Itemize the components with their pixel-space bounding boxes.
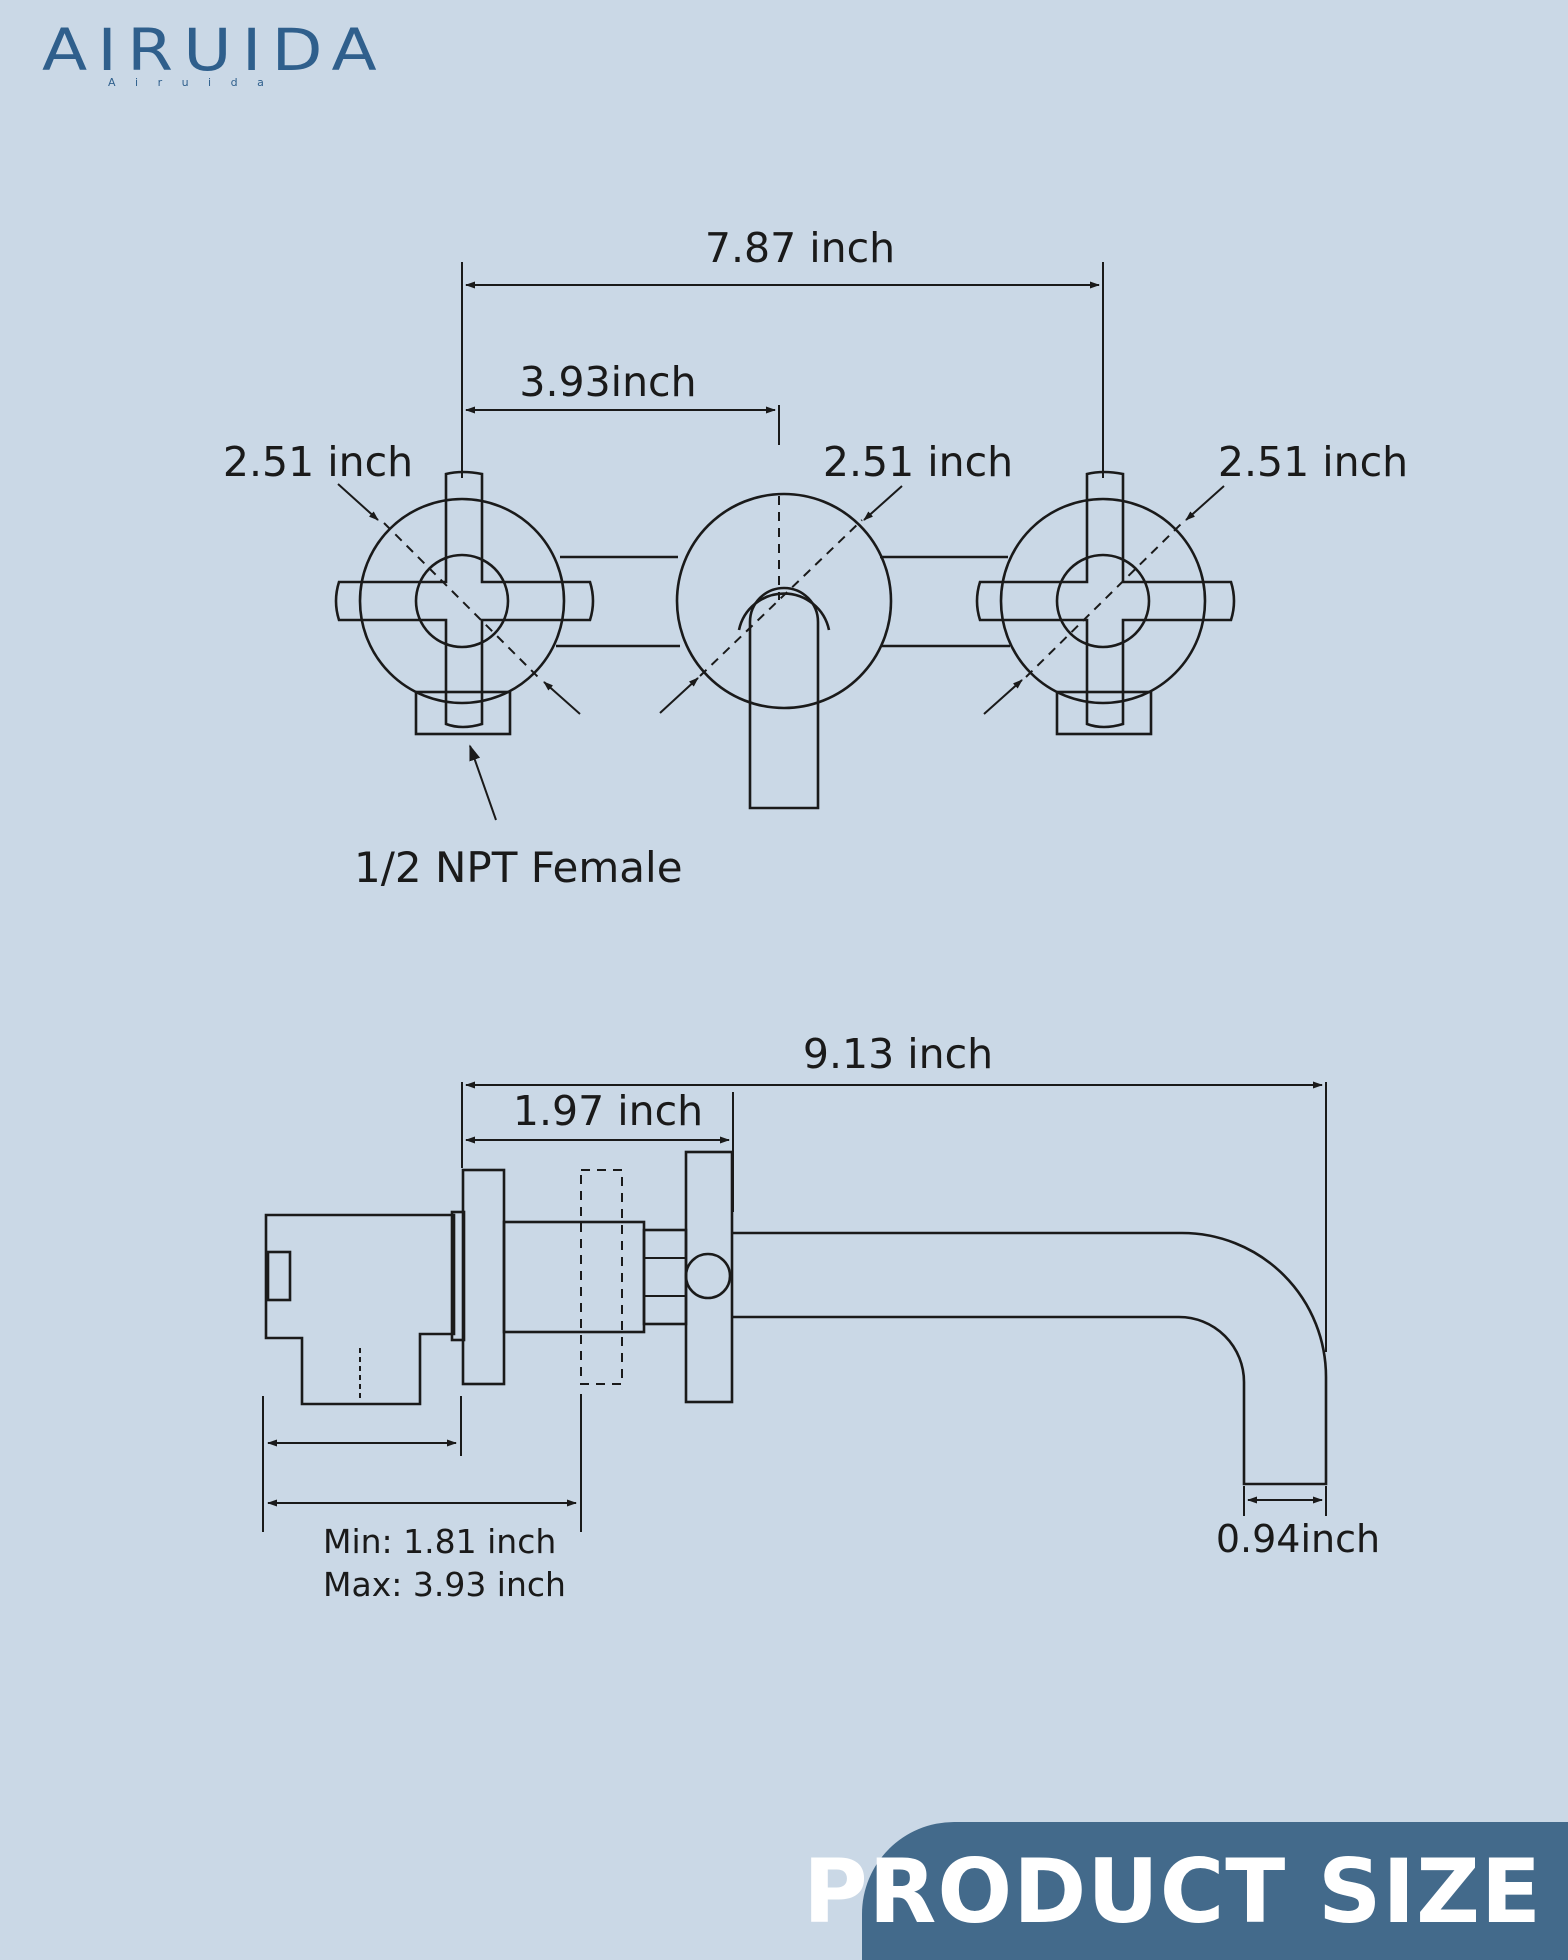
callout-npt-female: 1/2 NPT Female	[354, 843, 683, 892]
dimension-left-handle: 2.51 inch	[223, 438, 581, 715]
dim-label-max: Max: 3.93 inch	[323, 1565, 566, 1604]
side-view: 9.13 inch 1.97 inch	[262, 1030, 1380, 1604]
dim-label-1-97: 1.97 inch	[513, 1087, 703, 1135]
right-cross-handle	[975, 470, 1236, 736]
dim-label-center-2-51: 2.51 inch	[823, 438, 1013, 486]
dim-label-min: Min: 1.81 inch	[323, 1522, 556, 1561]
dim-label-left-2-51: 2.51 inch	[223, 438, 413, 486]
front-view: 7.87 inch 3.93inch 2.51 inch	[223, 224, 1408, 892]
handle-and-spout	[684, 1150, 1328, 1486]
dim-label-7-87: 7.87 inch	[705, 224, 895, 272]
banner-title: PRODUCT SIZE	[803, 1839, 1542, 1943]
inlet-callout: 1/2 NPT Female	[354, 744, 683, 892]
logo-text: AIRUIDA	[42, 16, 387, 84]
dimension-wall-depth: Min: 1.81 inch Max: 3.93 inch	[262, 1394, 582, 1604]
dimension-plate-to-handle: 1.97 inch	[465, 1087, 730, 1144]
dimension-overall-length: 9.13 inch	[465, 1030, 1323, 1089]
dim-label-0-94: 0.94inch	[1216, 1517, 1380, 1561]
dimension-center-plate: 2.51 inch	[659, 438, 1013, 714]
dimension-handle-to-spout: 3.93inch	[465, 358, 776, 414]
left-cross-handle	[334, 470, 595, 736]
product-size-banner: PRODUCT SIZE	[803, 1822, 1568, 1960]
brand-logo: AIRUIDA A i r u i d a	[42, 16, 387, 89]
dimension-spout-diameter: 0.94inch	[1216, 1486, 1380, 1561]
dim-label-3-93: 3.93inch	[519, 358, 696, 406]
dimension-right-handle: 2.51 inch	[983, 438, 1408, 715]
dim-label-right-2-51: 2.51 inch	[1218, 438, 1408, 486]
dimension-center-to-center: 7.87 inch	[465, 224, 1100, 289]
dim-label-9-13: 9.13 inch	[803, 1030, 993, 1078]
valve-body	[264, 1168, 688, 1406]
logo-subtext: A i r u i d a	[108, 76, 272, 89]
center-spout-plate	[675, 492, 893, 810]
